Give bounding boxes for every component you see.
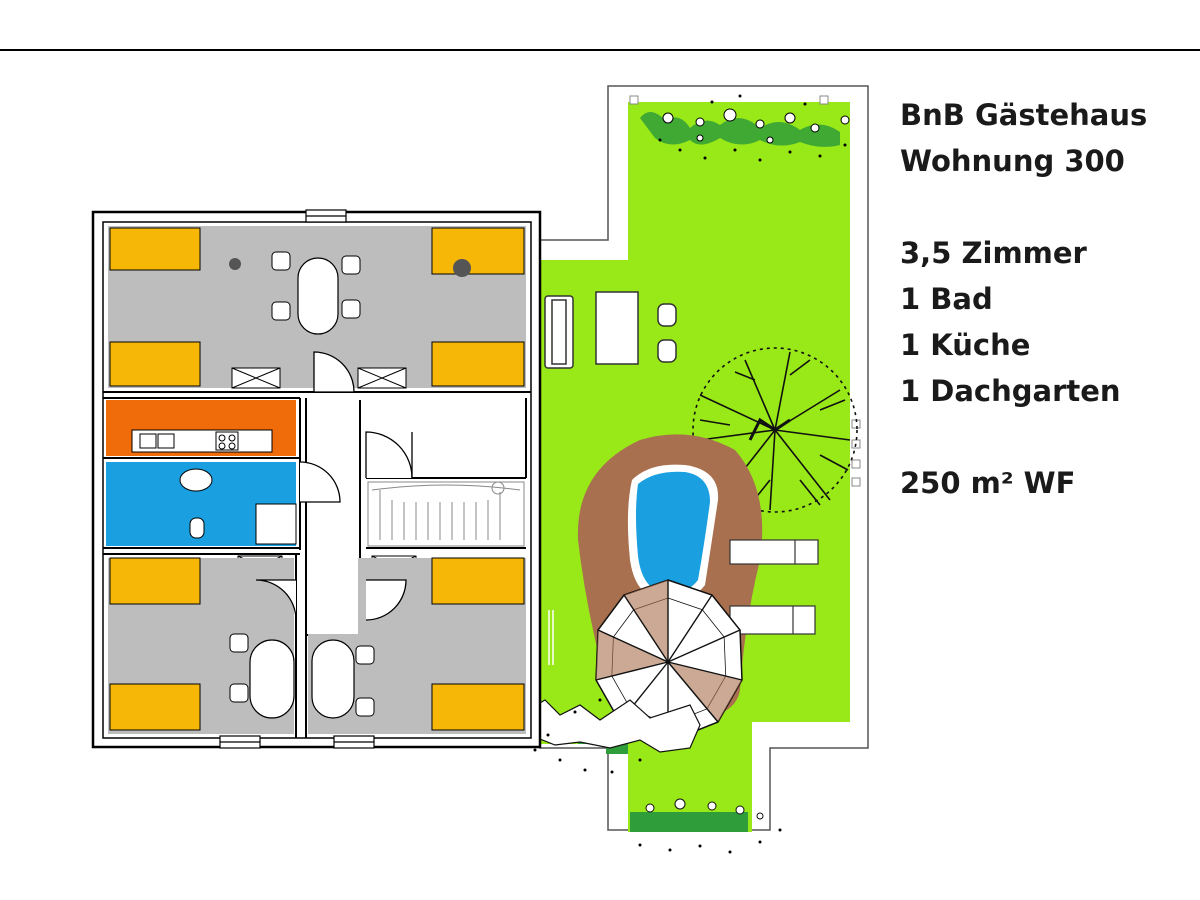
info-panel: BnB Gästehaus Wohnung 300 3,5 Zimmer 1 B… (900, 92, 1190, 506)
plant-icon (229, 258, 471, 277)
windows (219, 209, 375, 749)
roof-garden (518, 85, 869, 854)
info-bath: 1 Bad (900, 282, 993, 316)
hedge-icon (518, 698, 701, 774)
bath-fixtures (179, 468, 297, 545)
info-rooms: 3,5 Zimmer (900, 236, 1087, 270)
beds-bottom (109, 557, 525, 731)
beds-top (109, 227, 525, 387)
floor-plan (91, 85, 869, 854)
garden-furniture (544, 291, 677, 369)
info-garden: 1 Dachgarten (900, 374, 1121, 408)
doors (255, 351, 413, 621)
tables-bottom (229, 633, 375, 719)
kitchen-counter (131, 429, 273, 453)
hedge-icon (640, 94, 850, 162)
ladder-mark (548, 610, 554, 665)
dining-table-top (271, 251, 361, 335)
top-rule (0, 49, 1200, 51)
info-area: 250 m² WF (900, 466, 1076, 500)
info-title-line2: Wohnung 300 (900, 144, 1125, 178)
pool-icon (627, 464, 719, 601)
pool-loungers (729, 539, 819, 635)
info-kitchen: 1 Küche (900, 328, 1031, 362)
stair-icon (367, 481, 525, 547)
hedge-icon (630, 798, 782, 854)
info-title-line1: BnB Gästehaus (900, 98, 1148, 132)
apartment (91, 209, 542, 749)
